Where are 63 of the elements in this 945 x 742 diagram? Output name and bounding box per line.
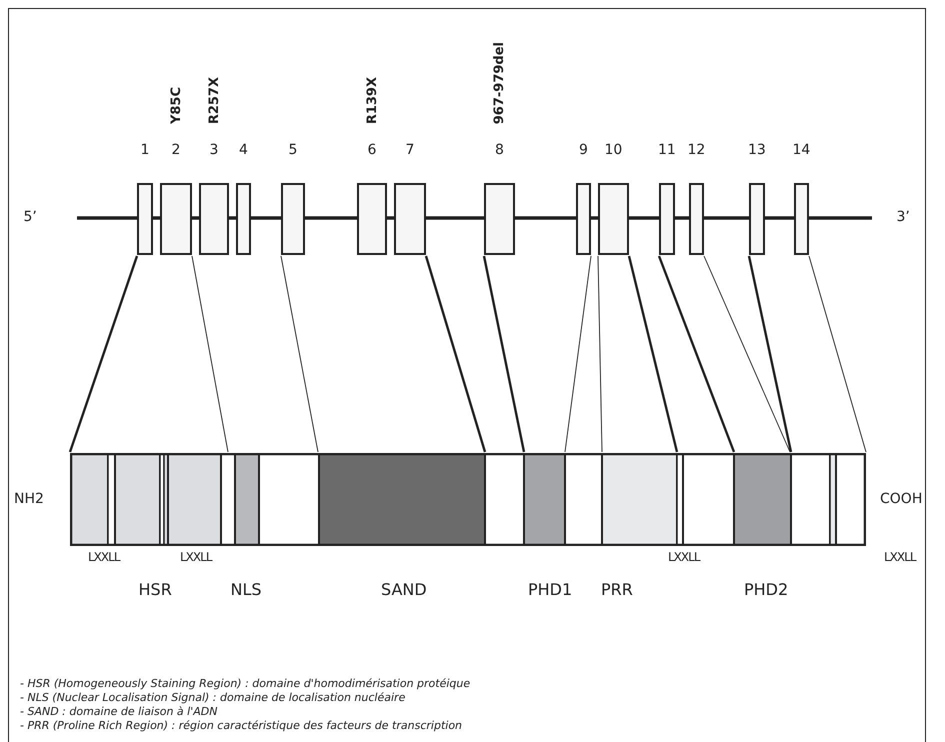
note-text: - HSR (Homogeneously Staining Region) : domaine d'homodimérisation protéique <box>20 677 470 690</box>
projection-line <box>564 256 592 452</box>
mutation-label: Y85C <box>168 87 184 124</box>
domain-label: PHD1 <box>528 580 572 599</box>
exon-number: 5 <box>288 142 298 158</box>
motif-label: LXXLL <box>88 550 120 564</box>
motif-label: LXXLL <box>180 550 212 564</box>
terminus-label: NH2 <box>14 491 44 507</box>
note-text: - NLS (Nuclear Localisation Signal) : domaine de localisation nucléaire <box>20 691 406 704</box>
projection-line <box>424 256 486 452</box>
protein-bar <box>70 453 866 546</box>
motif-label: LXXLL <box>668 550 700 564</box>
exon-number: 12 <box>688 142 706 158</box>
domain-label: NLS <box>230 580 262 599</box>
projection-line <box>192 256 228 452</box>
exon-box <box>598 183 629 255</box>
projection-line <box>482 256 526 452</box>
end-label: 5’ <box>24 209 37 225</box>
exon-box <box>357 183 387 255</box>
projection-line <box>748 256 792 452</box>
exon-box <box>236 183 251 255</box>
projection-line <box>598 256 602 452</box>
exon-number: 8 <box>495 142 504 158</box>
exon-number: 13 <box>748 142 766 158</box>
exon-box <box>160 183 192 255</box>
exon-box <box>281 183 305 255</box>
domain-label: HSR <box>138 580 172 599</box>
exon-box <box>394 183 426 255</box>
exon-number: 14 <box>792 142 810 158</box>
exon-box <box>689 183 704 255</box>
exon-box <box>137 183 153 255</box>
domain-label: PHD2 <box>744 580 788 599</box>
exon-box <box>484 183 515 255</box>
projection-line <box>658 256 736 452</box>
terminus-label: COOH <box>880 491 922 507</box>
note-text: - SAND : domaine de liaison à l'ADN <box>20 705 218 718</box>
exon-box <box>794 183 809 255</box>
end-label: 3’ <box>896 209 910 225</box>
exon-number: 3 <box>210 142 218 158</box>
mutation-label: 967-979del <box>492 42 507 124</box>
domain-label: PRR <box>601 580 633 599</box>
note-text: - PRR (Proline Rich Region) : région caractéristique des facteurs de transcription <box>20 719 462 732</box>
exon-box <box>576 183 591 255</box>
domain-label: SAND <box>381 580 427 599</box>
mutation-label: R257X <box>206 77 222 124</box>
exon-number: 4 <box>239 142 248 158</box>
motif-label: LXXLL <box>884 550 916 564</box>
projection-line <box>628 256 678 452</box>
mutation-label: R139X <box>364 77 380 124</box>
projection-line <box>68 256 138 452</box>
projection-line <box>808 256 866 452</box>
exon-box <box>659 183 675 255</box>
exon-number: 2 <box>172 142 180 158</box>
projection-line <box>704 256 790 452</box>
projection-line <box>280 256 318 452</box>
exon-number: 6 <box>368 142 376 158</box>
exon-box <box>199 183 229 255</box>
exon-box <box>749 183 765 255</box>
exon-number: 10 <box>604 142 622 158</box>
exon-number: 11 <box>658 142 676 158</box>
exon-number: 9 <box>579 142 588 158</box>
exon-number: 1 <box>140 142 150 158</box>
exon-number: 7 <box>406 142 414 158</box>
